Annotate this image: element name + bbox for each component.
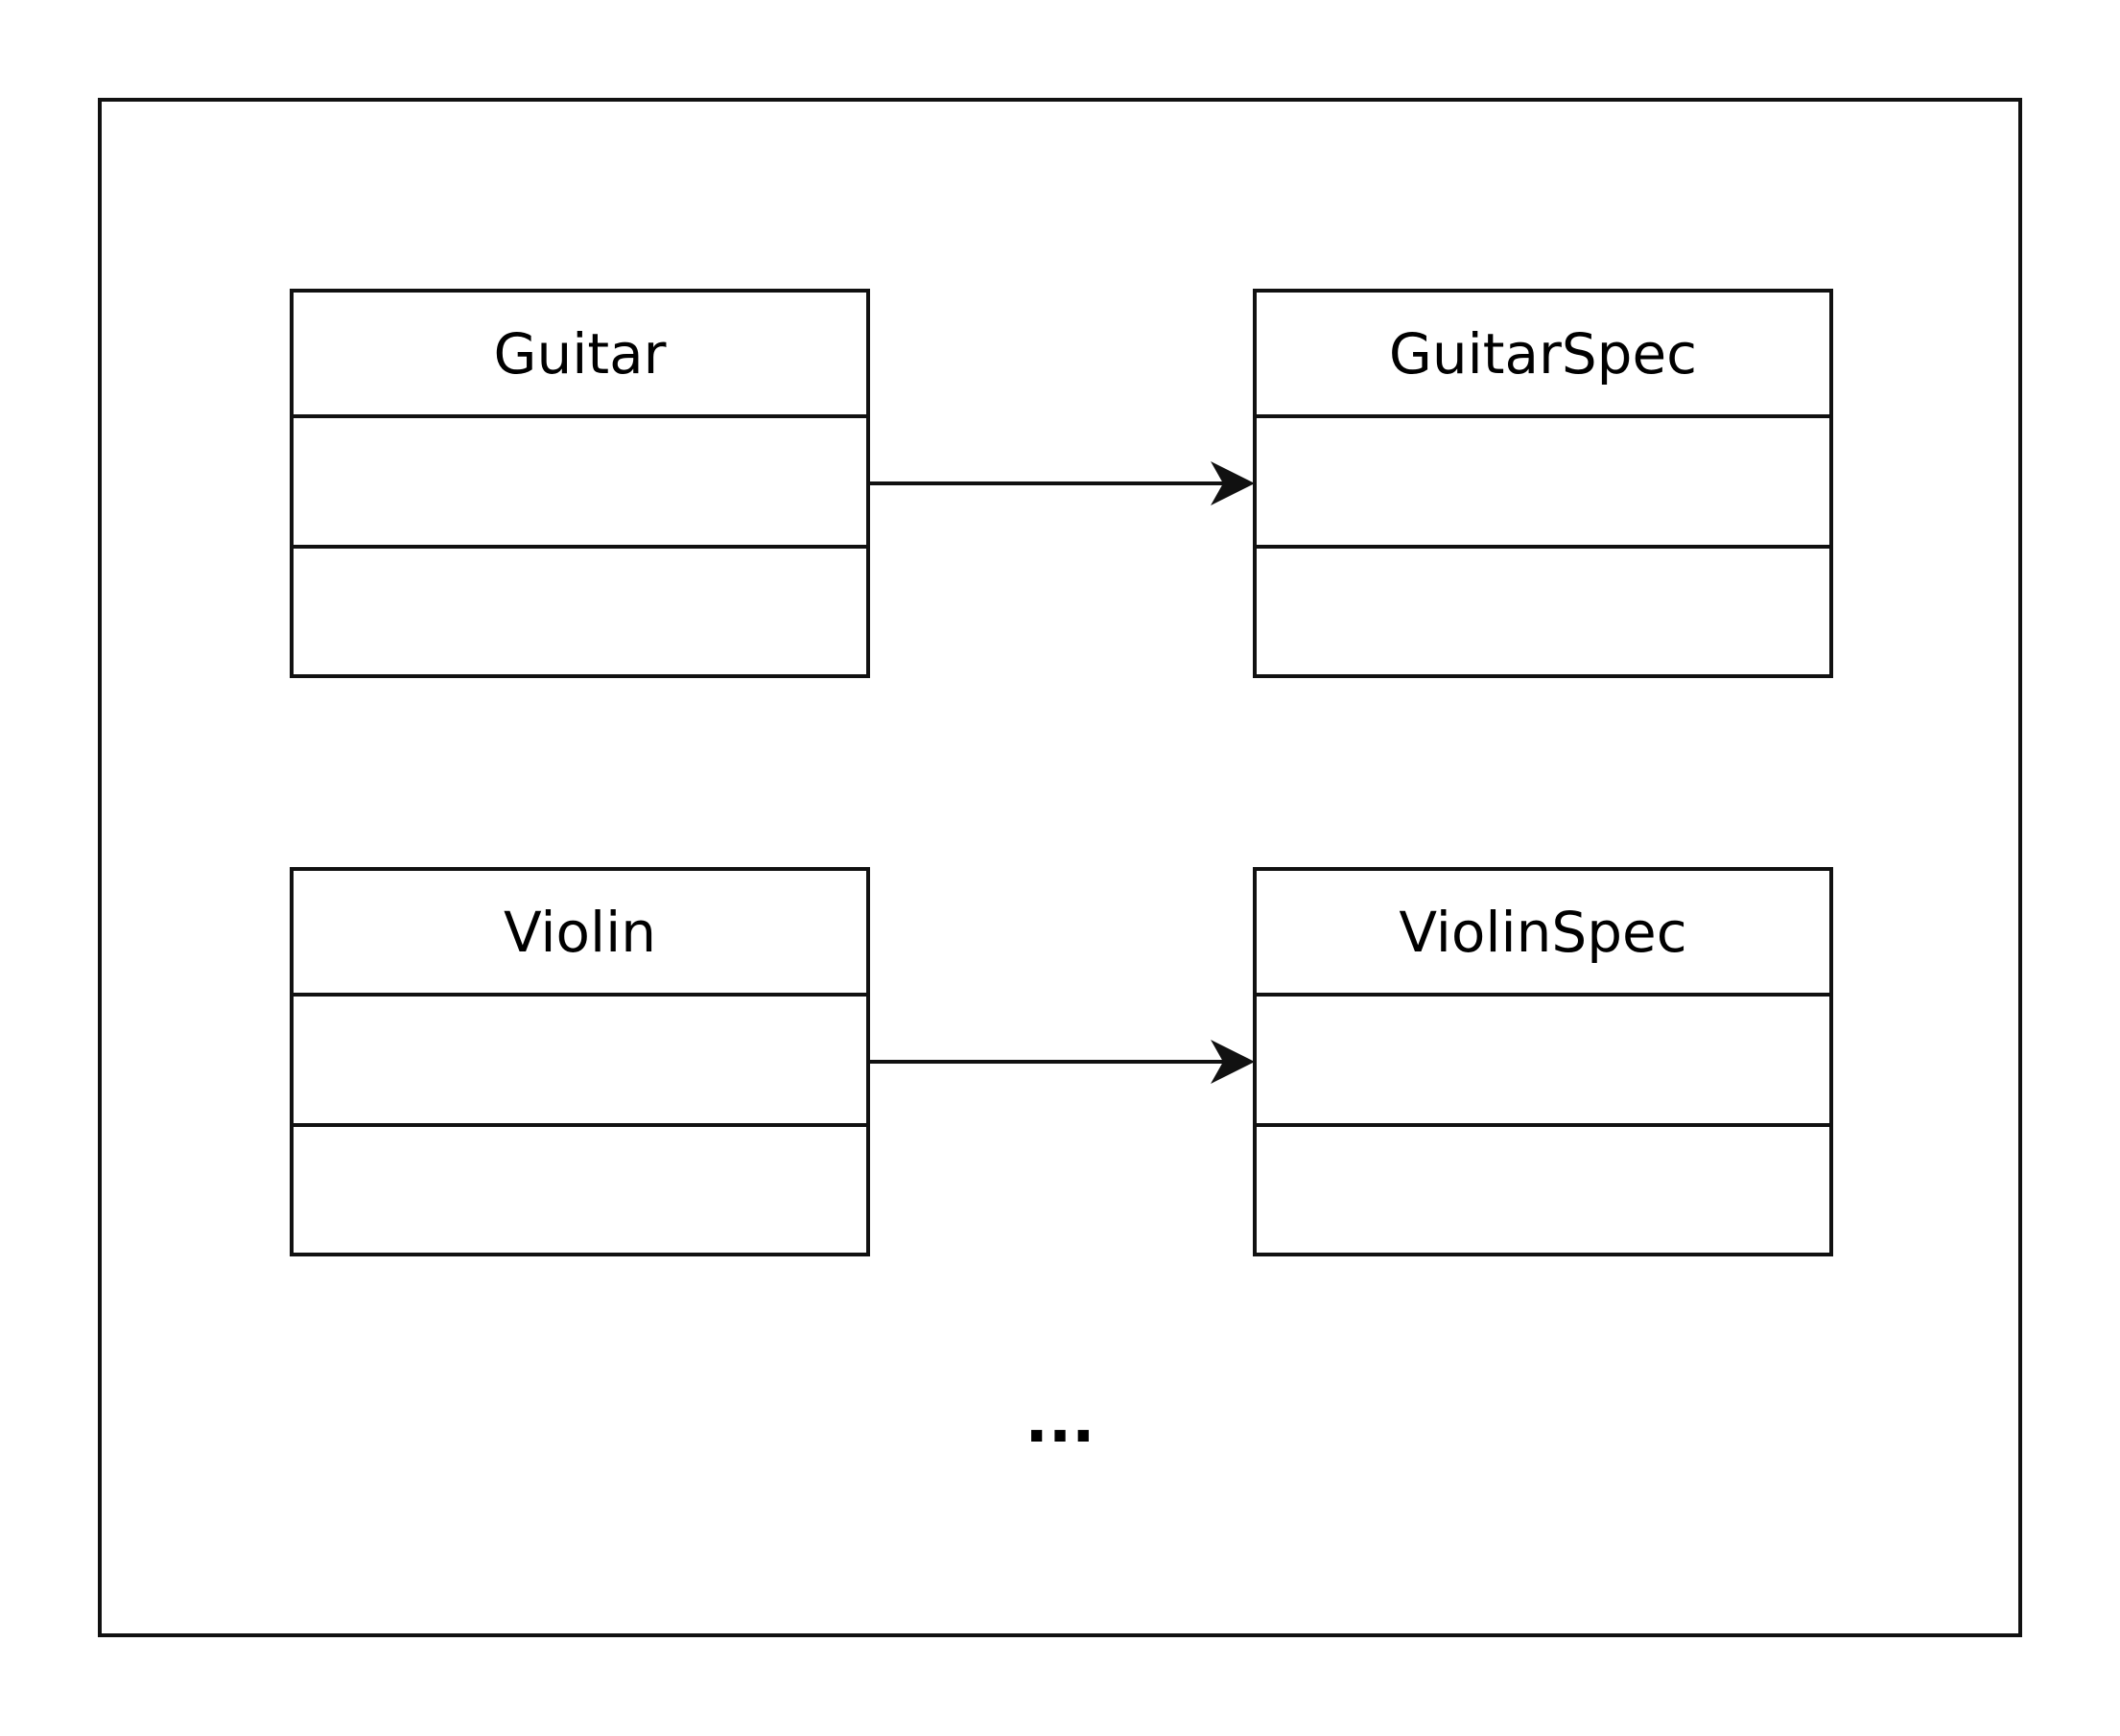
class-violin-spec[interactable]: ViolinSpec: [1253, 867, 1833, 1256]
class-violin[interactable]: Violin: [290, 867, 870, 1256]
class-attributes-compartment: [1257, 997, 1829, 1127]
class-attributes-compartment: [294, 418, 866, 549]
class-name: ViolinSpec: [1257, 871, 1829, 997]
diagram-frame: [98, 98, 2022, 1637]
class-name: Violin: [294, 871, 866, 997]
class-methods-compartment: [1257, 549, 1829, 674]
class-name: Guitar: [294, 293, 866, 418]
class-guitar-spec[interactable]: GuitarSpec: [1253, 289, 1833, 678]
class-methods-compartment: [294, 549, 866, 674]
class-attributes-compartment: [1257, 418, 1829, 549]
class-attributes-compartment: [294, 997, 866, 1127]
class-guitar[interactable]: Guitar: [290, 289, 870, 678]
class-name: GuitarSpec: [1257, 293, 1829, 418]
continuation-ellipsis: ...: [1025, 1386, 1095, 1457]
class-methods-compartment: [294, 1127, 866, 1253]
class-methods-compartment: [1257, 1127, 1829, 1253]
